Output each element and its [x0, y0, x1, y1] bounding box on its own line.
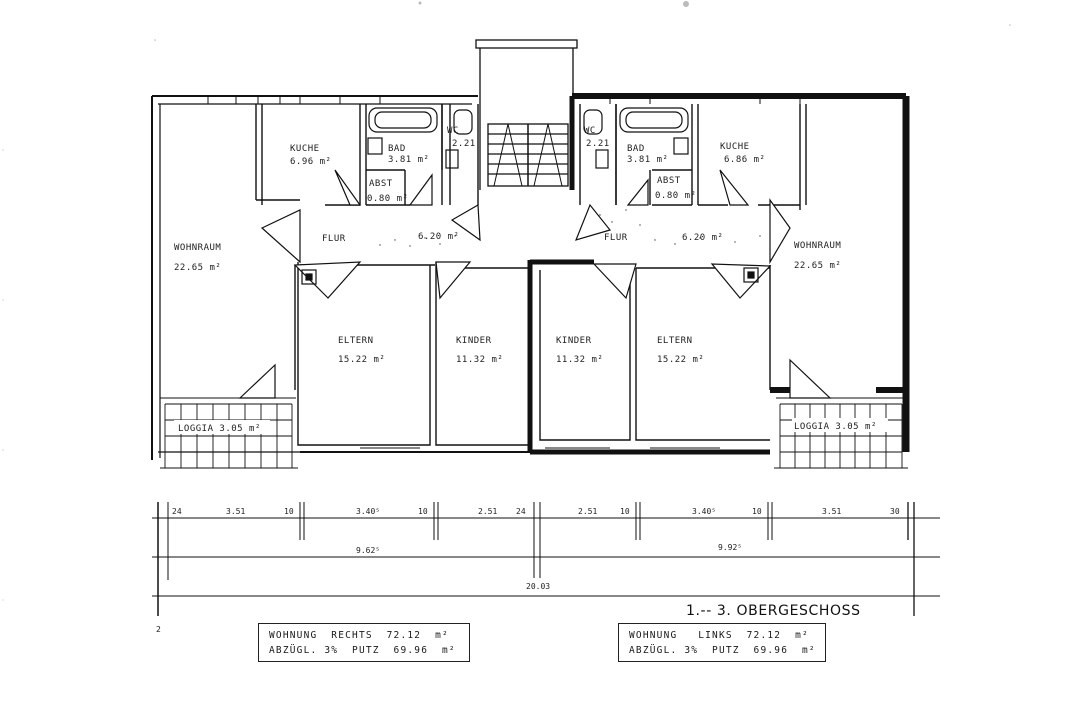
label-wohnraum-right: WOHNRAUM [794, 241, 841, 251]
area-kinder-left: 11.32 m² [456, 355, 503, 365]
label-loggia-left: LOGGIA 3.05 m² [178, 424, 261, 434]
dim-left-total: 9.62⁵ [356, 546, 380, 555]
dim-segment: 24 [516, 507, 526, 516]
label-bad-left: BAD [388, 144, 406, 154]
area-eltern-right: 15.22 m² [657, 355, 704, 365]
area-wc-right: 2.21 [586, 139, 610, 149]
area-flur-left: 6.20 m² [418, 232, 459, 242]
dimension-labels: 24 3.51 10 3.40⁵ 10 2.51 24 2.51 10 3.40… [156, 507, 900, 634]
area-abst-left: 0.80 m² [367, 194, 408, 204]
dim-segment: 10 [418, 507, 428, 516]
area-wc-left: 2.21 [452, 139, 476, 149]
area-kuche-left: 6.96 m² [290, 157, 331, 167]
label-kinder-right: KINDER [556, 336, 592, 346]
dim-overall: 20.03 [526, 582, 550, 591]
summary-left-line1: WOHNUNG LINKS 72.12 m² [629, 630, 809, 641]
dim-segment: 10 [752, 507, 762, 516]
scan-specks [2, 1, 1011, 601]
bathroom-fixtures [301, 107, 759, 285]
outer-walls [151, 93, 910, 460]
label-kuche-right: KUCHE [720, 142, 750, 152]
plan-title: 1.-- 3. OBERGESCHOSS [686, 603, 861, 619]
label-eltern-left: ELTERN [338, 336, 374, 346]
dim-segment: 10 [284, 507, 294, 516]
loggia-tiles [160, 404, 908, 469]
label-wc-right: WC [584, 126, 596, 136]
door-swings [238, 169, 832, 399]
dim-segment: 3.51 [226, 507, 245, 516]
dim-segment: 2.51 [578, 507, 597, 516]
area-abst-right: 0.80 m² [655, 191, 696, 201]
label-flur-right: FLUR [604, 233, 628, 243]
label-flur-left: FLUR [322, 234, 346, 244]
label-abst-left: ABST [369, 179, 393, 189]
dim-segment: 3.40⁵ [356, 507, 380, 516]
summary-box-right: WOHNUNG RECHTS 72.12 m² ABZÜGL. 3% PUTZ … [258, 623, 470, 662]
dim-segment: 2.51 [478, 507, 497, 516]
label-loggia-right: LOGGIA 3.05 m² [794, 422, 877, 432]
dim-side-mark: 2 [156, 625, 161, 634]
windows [207, 96, 801, 449]
label-bad-right: BAD [627, 144, 645, 154]
dim-segment: 3.40⁵ [692, 507, 716, 516]
label-kuche-left: KUCHE [290, 144, 320, 154]
summary-left-line2: ABZÜGL. 3% PUTZ 69.96 m² [629, 645, 816, 656]
area-flur-right: 6.20 m² [682, 233, 723, 243]
dim-right-total: 9.92⁵ [718, 543, 742, 552]
right-interior-walls [539, 104, 906, 441]
label-wc-left: WC [447, 126, 459, 136]
label-eltern-right: ELTERN [657, 336, 693, 346]
stairwell [475, 39, 578, 190]
area-wohnraum-right: 22.65 m² [794, 261, 841, 271]
label-wohnraum-left: WOHNRAUM [174, 243, 221, 253]
dim-segment: 30 [890, 507, 900, 516]
area-kinder-right: 11.32 m² [556, 355, 603, 365]
label-abst-right: ABST [657, 176, 681, 186]
summary-right-line2: ABZÜGL. 3% PUTZ 69.96 m² [269, 645, 456, 656]
area-eltern-left: 15.22 m² [338, 355, 385, 365]
summary-box-left: WOHNUNG LINKS 72.12 m² ABZÜGL. 3% PUTZ 6… [618, 623, 826, 662]
dim-segment: 10 [620, 507, 630, 516]
summary-right-line1: WOHNUNG RECHTS 72.12 m² [269, 630, 449, 641]
dim-segment: 3.51 [822, 507, 841, 516]
dimension-lines [152, 502, 940, 616]
hall-stipple [379, 209, 761, 247]
area-bad-left: 3.81 m² [388, 155, 429, 165]
area-wohnraum-left: 22.65 m² [174, 263, 221, 273]
label-kinder-left: KINDER [456, 336, 492, 346]
area-bad-right: 3.81 m² [627, 155, 668, 165]
dim-segment: 24 [172, 507, 182, 516]
area-kuche-right: 6.86 m² [724, 155, 765, 165]
